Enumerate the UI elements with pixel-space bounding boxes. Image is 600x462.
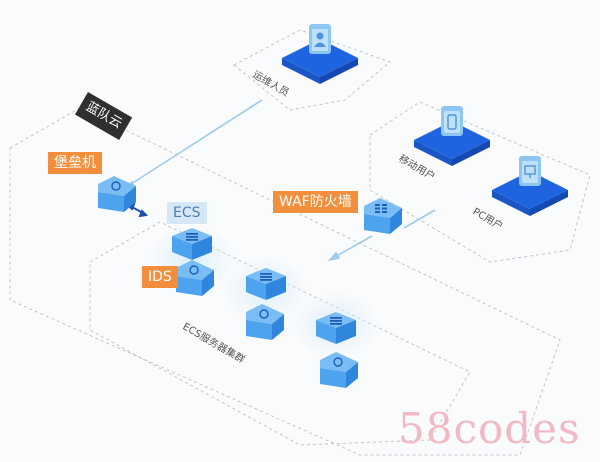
shield-icon (259, 309, 269, 319)
edge-waf-cluster (332, 235, 373, 259)
platform-left (492, 190, 530, 216)
watermark: 58codes (398, 404, 581, 453)
server-icon (186, 233, 198, 241)
shield-icon (111, 181, 121, 191)
mobile-user-platform[interactable] (414, 106, 490, 166)
platform-right (320, 58, 358, 84)
platform-left (414, 140, 452, 166)
ids-device-3[interactable] (320, 352, 358, 388)
arrow-head-cluster (327, 251, 341, 262)
ecs-label: ECS (167, 202, 207, 224)
platform-left (282, 58, 320, 84)
waf-label: WAF防火墙 (273, 191, 358, 213)
ecs-server-2[interactable] (246, 268, 286, 300)
ids-device-1[interactable] (176, 260, 214, 296)
server-icon (260, 273, 272, 281)
edge-ops-bastion (127, 99, 263, 187)
platform-right (452, 140, 490, 166)
bastion-label: 堡垒机 (48, 152, 102, 174)
bastion-device[interactable] (98, 176, 136, 212)
ops-zone (233, 29, 391, 111)
ids-label: IDS (142, 266, 178, 288)
users-zone (369, 101, 591, 263)
ecs-server-3[interactable] (316, 312, 356, 344)
platform-right (530, 190, 568, 216)
shield-icon (333, 357, 343, 367)
pc-user-platform[interactable] (492, 156, 568, 216)
server-icon (330, 317, 342, 325)
mobile-icon (441, 106, 463, 136)
cluster-zone (89, 221, 471, 446)
firewall-icon (375, 204, 387, 213)
edge-users-waf (403, 209, 436, 229)
shield-icon (189, 265, 199, 275)
monitor-icon (519, 156, 541, 186)
person-icon (309, 24, 331, 54)
ops-platform[interactable] (282, 24, 358, 84)
waf-device[interactable] (364, 198, 402, 234)
ids-device-2[interactable] (246, 304, 284, 340)
ecs-server-1[interactable] (172, 228, 212, 260)
